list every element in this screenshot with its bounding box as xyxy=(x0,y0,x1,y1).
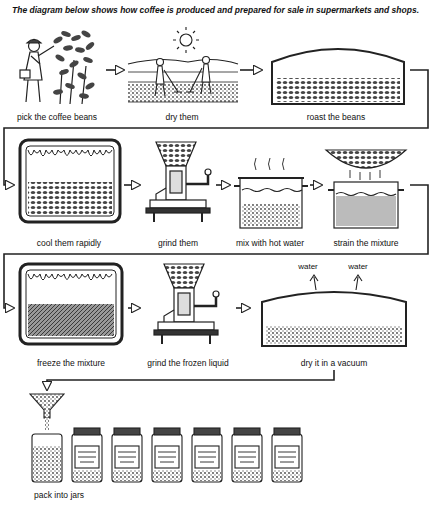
process-step: strain the mixture xyxy=(322,132,410,250)
step-caption: mix with hot water xyxy=(232,238,308,248)
flow-arrow xyxy=(106,69,124,71)
step-caption: grind the frozen liquid xyxy=(142,358,234,368)
flow-arrow xyxy=(240,69,262,71)
mixing-picture xyxy=(234,158,308,228)
flow-arrow xyxy=(310,184,322,186)
grinder-picture xyxy=(154,264,219,344)
vacuum-picture xyxy=(262,275,406,346)
picking-picture xyxy=(20,29,96,104)
step-caption: pick the coffee beans xyxy=(10,112,104,122)
straining-picture xyxy=(326,150,406,228)
freezing-picture xyxy=(20,264,122,344)
roasting-picture xyxy=(272,49,404,104)
process-step: freeze the mixture xyxy=(14,258,128,370)
part-label: water xyxy=(340,262,376,272)
cooling-picture xyxy=(20,140,120,222)
diagram-title: The diagram below shows how coffee is pr… xyxy=(12,5,426,15)
step-caption: strain the mixture xyxy=(324,238,408,248)
step-caption: roast the beans xyxy=(264,112,408,122)
step-caption: cool them rapidly xyxy=(16,238,122,248)
step-caption: dry it in a vacuum xyxy=(252,358,416,368)
flow-arrow xyxy=(124,184,140,186)
step-caption: grind them xyxy=(142,238,214,248)
packing-picture xyxy=(30,394,302,482)
process-step: cool them rapidly xyxy=(14,132,124,250)
flow-arrow xyxy=(4,185,428,308)
grinder-picture xyxy=(146,142,211,222)
drying-picture xyxy=(128,27,238,102)
flow-arrow xyxy=(236,307,250,309)
process-step: pack into jars xyxy=(20,390,310,502)
flow-arrow xyxy=(47,370,334,390)
step-caption: pack into jars xyxy=(22,490,308,500)
part-label: water xyxy=(290,262,326,272)
step-caption: dry them xyxy=(126,112,238,122)
process-step: pick the coffee beans xyxy=(8,28,106,124)
flow-arrow xyxy=(4,70,428,185)
process-step: grind the frozen liquid xyxy=(140,258,236,370)
flow-arrow xyxy=(216,184,230,186)
flow-arrow xyxy=(128,307,140,309)
process-step: mix with hot water xyxy=(230,132,310,250)
process-step: roast the beans xyxy=(262,28,410,124)
step-caption: freeze the mixture xyxy=(16,358,126,368)
process-step: dry them xyxy=(124,28,240,124)
process-step: dry it in a vacuum xyxy=(250,258,418,370)
process-step: grind them xyxy=(140,132,216,250)
